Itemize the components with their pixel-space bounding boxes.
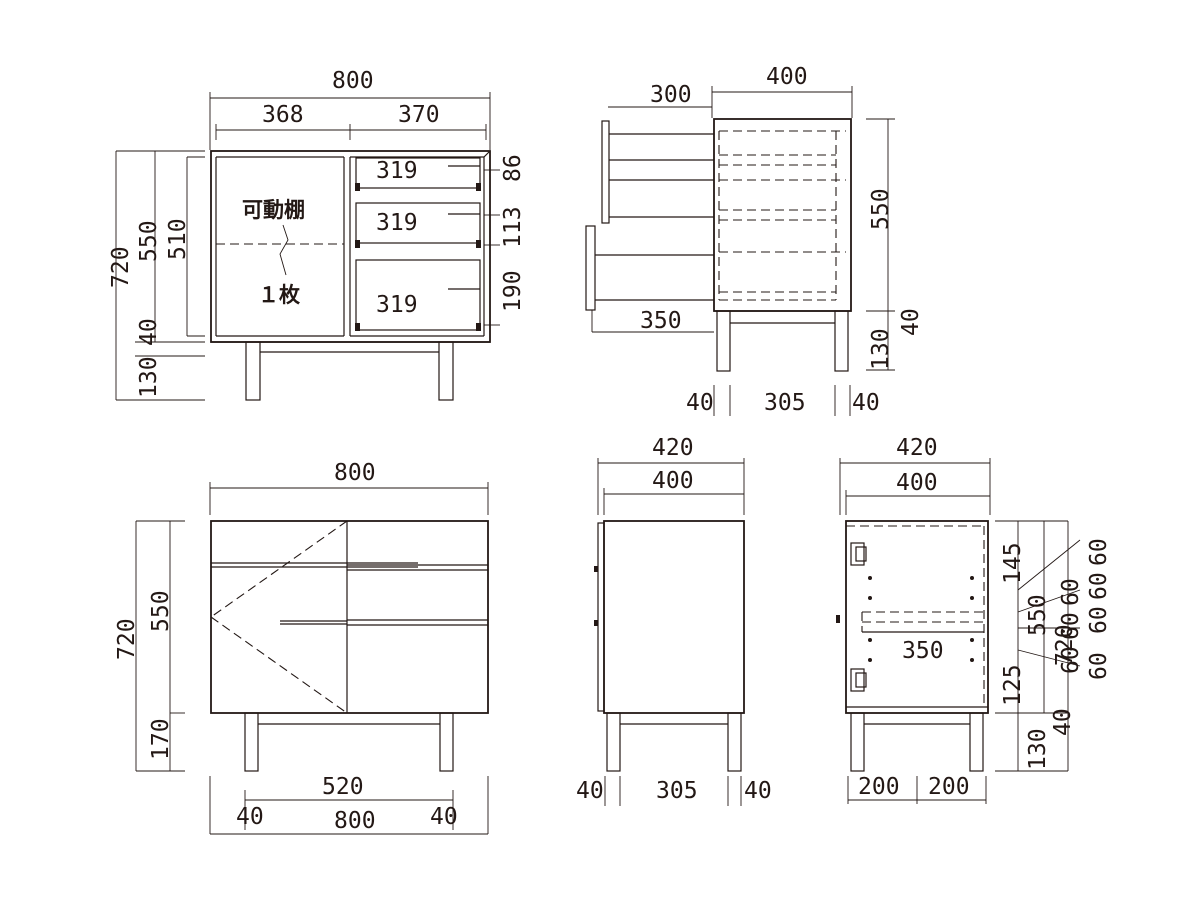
dim-hole-pitch-6: 60: [1086, 652, 1112, 680]
dim-front-leg-span: 520: [322, 774, 364, 800]
dim-front-height-body: 550: [148, 590, 174, 632]
dim-back-width-inner: 400: [896, 470, 938, 496]
dim-side-leg-right: 40: [852, 390, 880, 416]
dim-back-shelf-depth: 350: [902, 638, 944, 664]
side-open-view: 300 400 350 550: [585, 64, 924, 416]
dim-side-height-body: 550: [868, 188, 894, 230]
dim-drawer-width-2: 319: [376, 210, 418, 236]
dim-height-total: 720: [108, 246, 134, 288]
dim-back-height-total: 720: [1052, 624, 1078, 666]
dim-back-leg-right: 200: [928, 774, 970, 800]
dim-side-depth-outer: 420: [652, 435, 694, 461]
dim-height-top: 40: [136, 318, 162, 346]
dim-side-view-leg-left: 40: [576, 778, 604, 804]
shelf-count-label: １枚: [258, 283, 301, 307]
dim-back-leg-left: 200: [858, 774, 900, 800]
dim-back-height-top: 40: [1050, 708, 1076, 736]
back-view: 420 400 350 145 550: [836, 435, 1112, 804]
dim-drawer-depth: 350: [640, 308, 682, 334]
dim-hole-pitch-1: 60: [1086, 538, 1112, 566]
dim-front-width-total: 800: [334, 460, 376, 486]
dim-back-height-bottom-section: 125: [1000, 664, 1026, 706]
dim-back-height-body: 550: [1025, 594, 1051, 636]
front-view: 800 720 550 170 520 40 800: [114, 460, 489, 835]
dim-side-view-leg-right: 40: [744, 778, 772, 804]
dim-width-right: 370: [398, 102, 440, 128]
dim-side-height-top: 40: [898, 308, 924, 336]
dim-side-leg-left: 40: [686, 390, 714, 416]
dim-width-total: 800: [332, 68, 374, 94]
dim-drawer-height-3: 190: [500, 270, 526, 312]
dim-side-depth-inner: 400: [652, 468, 694, 494]
dim-side-height-leg: 130: [868, 328, 894, 370]
dim-side-view-leg-span: 305: [656, 778, 698, 804]
dim-drawer-height-2: 113: [500, 206, 526, 248]
dim-front-leg-left: 40: [236, 804, 264, 830]
dim-back-height-top-section: 145: [1000, 542, 1026, 584]
dim-hole-pitch-3: 60: [1086, 606, 1112, 634]
dim-depth-top: 400: [766, 64, 808, 90]
dim-front-height-leg: 170: [148, 718, 174, 760]
dim-height-inner: 510: [165, 218, 191, 260]
dim-back-height-leg: 130: [1025, 728, 1051, 770]
dim-hole-pitch-5: 60: [1058, 646, 1084, 674]
front-open-view: 800 368 370 319 319 319 可動棚 １枚: [108, 68, 526, 401]
dim-height-leg: 130: [136, 356, 162, 398]
dim-hole-pitch-4: 60: [1058, 612, 1084, 640]
dim-front-leg-right: 40: [430, 804, 458, 830]
dim-width-left: 368: [262, 102, 304, 128]
dim-front-width-bottom: 800: [334, 808, 376, 834]
dim-hole-pitch-7: 60: [1058, 578, 1084, 606]
shelf-label: 可動棚: [242, 198, 305, 222]
dim-drawer-height-1: 86: [500, 154, 526, 182]
dim-back-width-outer: 420: [896, 435, 938, 461]
dim-side-leg-span: 305: [764, 390, 806, 416]
side-view: 420 400 40 305 40: [576, 435, 772, 806]
dim-drawer-width-3: 319: [376, 292, 418, 318]
dim-drawer-extension: 300: [650, 82, 692, 108]
dim-drawer-width-1: 319: [376, 158, 418, 184]
dim-front-height-total: 720: [114, 618, 140, 660]
dim-hole-pitch-2: 60: [1086, 572, 1112, 600]
dim-height-body: 550: [136, 220, 162, 262]
